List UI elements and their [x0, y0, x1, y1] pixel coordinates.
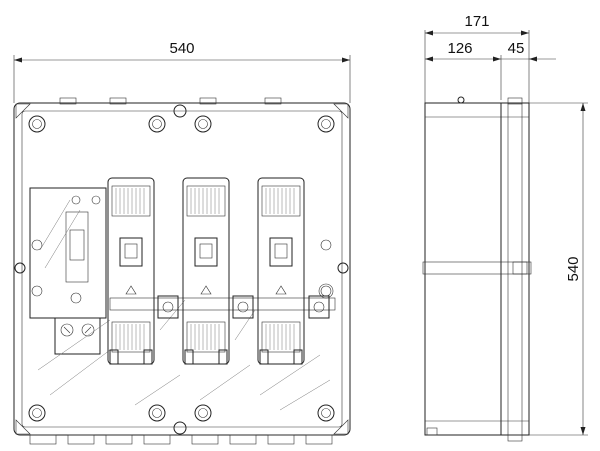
cable-glands-bottom — [29, 434, 333, 445]
side-depth-dimensions: 171 126 45 — [424, 13, 556, 103]
side-height-label: 540 — [565, 256, 582, 281]
screw-icon — [317, 115, 335, 133]
mounting-plate — [29, 187, 107, 355]
enclosure-outer — [13, 102, 351, 436]
screw-icon — [148, 404, 166, 422]
side-body — [424, 102, 502, 436]
fuse-switch-2 — [182, 177, 230, 365]
front-view: 540 — [13, 40, 351, 445]
front-width-dimension: 540 — [13, 40, 351, 103]
busbar — [109, 297, 336, 311]
screw-icon — [194, 404, 212, 422]
side-height-dimension: 540 — [529, 102, 588, 436]
fuse-switch-1 — [107, 177, 155, 365]
screw-icon — [28, 404, 46, 422]
screw-icon — [28, 115, 46, 133]
side-depth-lid-label: 45 — [508, 40, 525, 57]
cable-glands-top — [59, 97, 282, 105]
front-width-label: 540 — [169, 40, 194, 57]
corner-marks — [15, 103, 349, 435]
side-depth-total-label: 171 — [464, 13, 489, 30]
lid-screws — [14, 104, 349, 435]
busbar-terminals — [157, 283, 334, 319]
side-lid — [500, 102, 530, 436]
screw-icon — [148, 115, 166, 133]
glass-hatching — [37, 199, 331, 411]
screw-icon — [317, 404, 335, 422]
side-depth-body-label: 126 — [447, 40, 472, 57]
fuse-switch-3 — [257, 177, 305, 365]
screw-icon — [194, 115, 212, 133]
enclosure-inner — [21, 110, 343, 428]
side-view: 171 126 45 540 — [422, 13, 588, 442]
